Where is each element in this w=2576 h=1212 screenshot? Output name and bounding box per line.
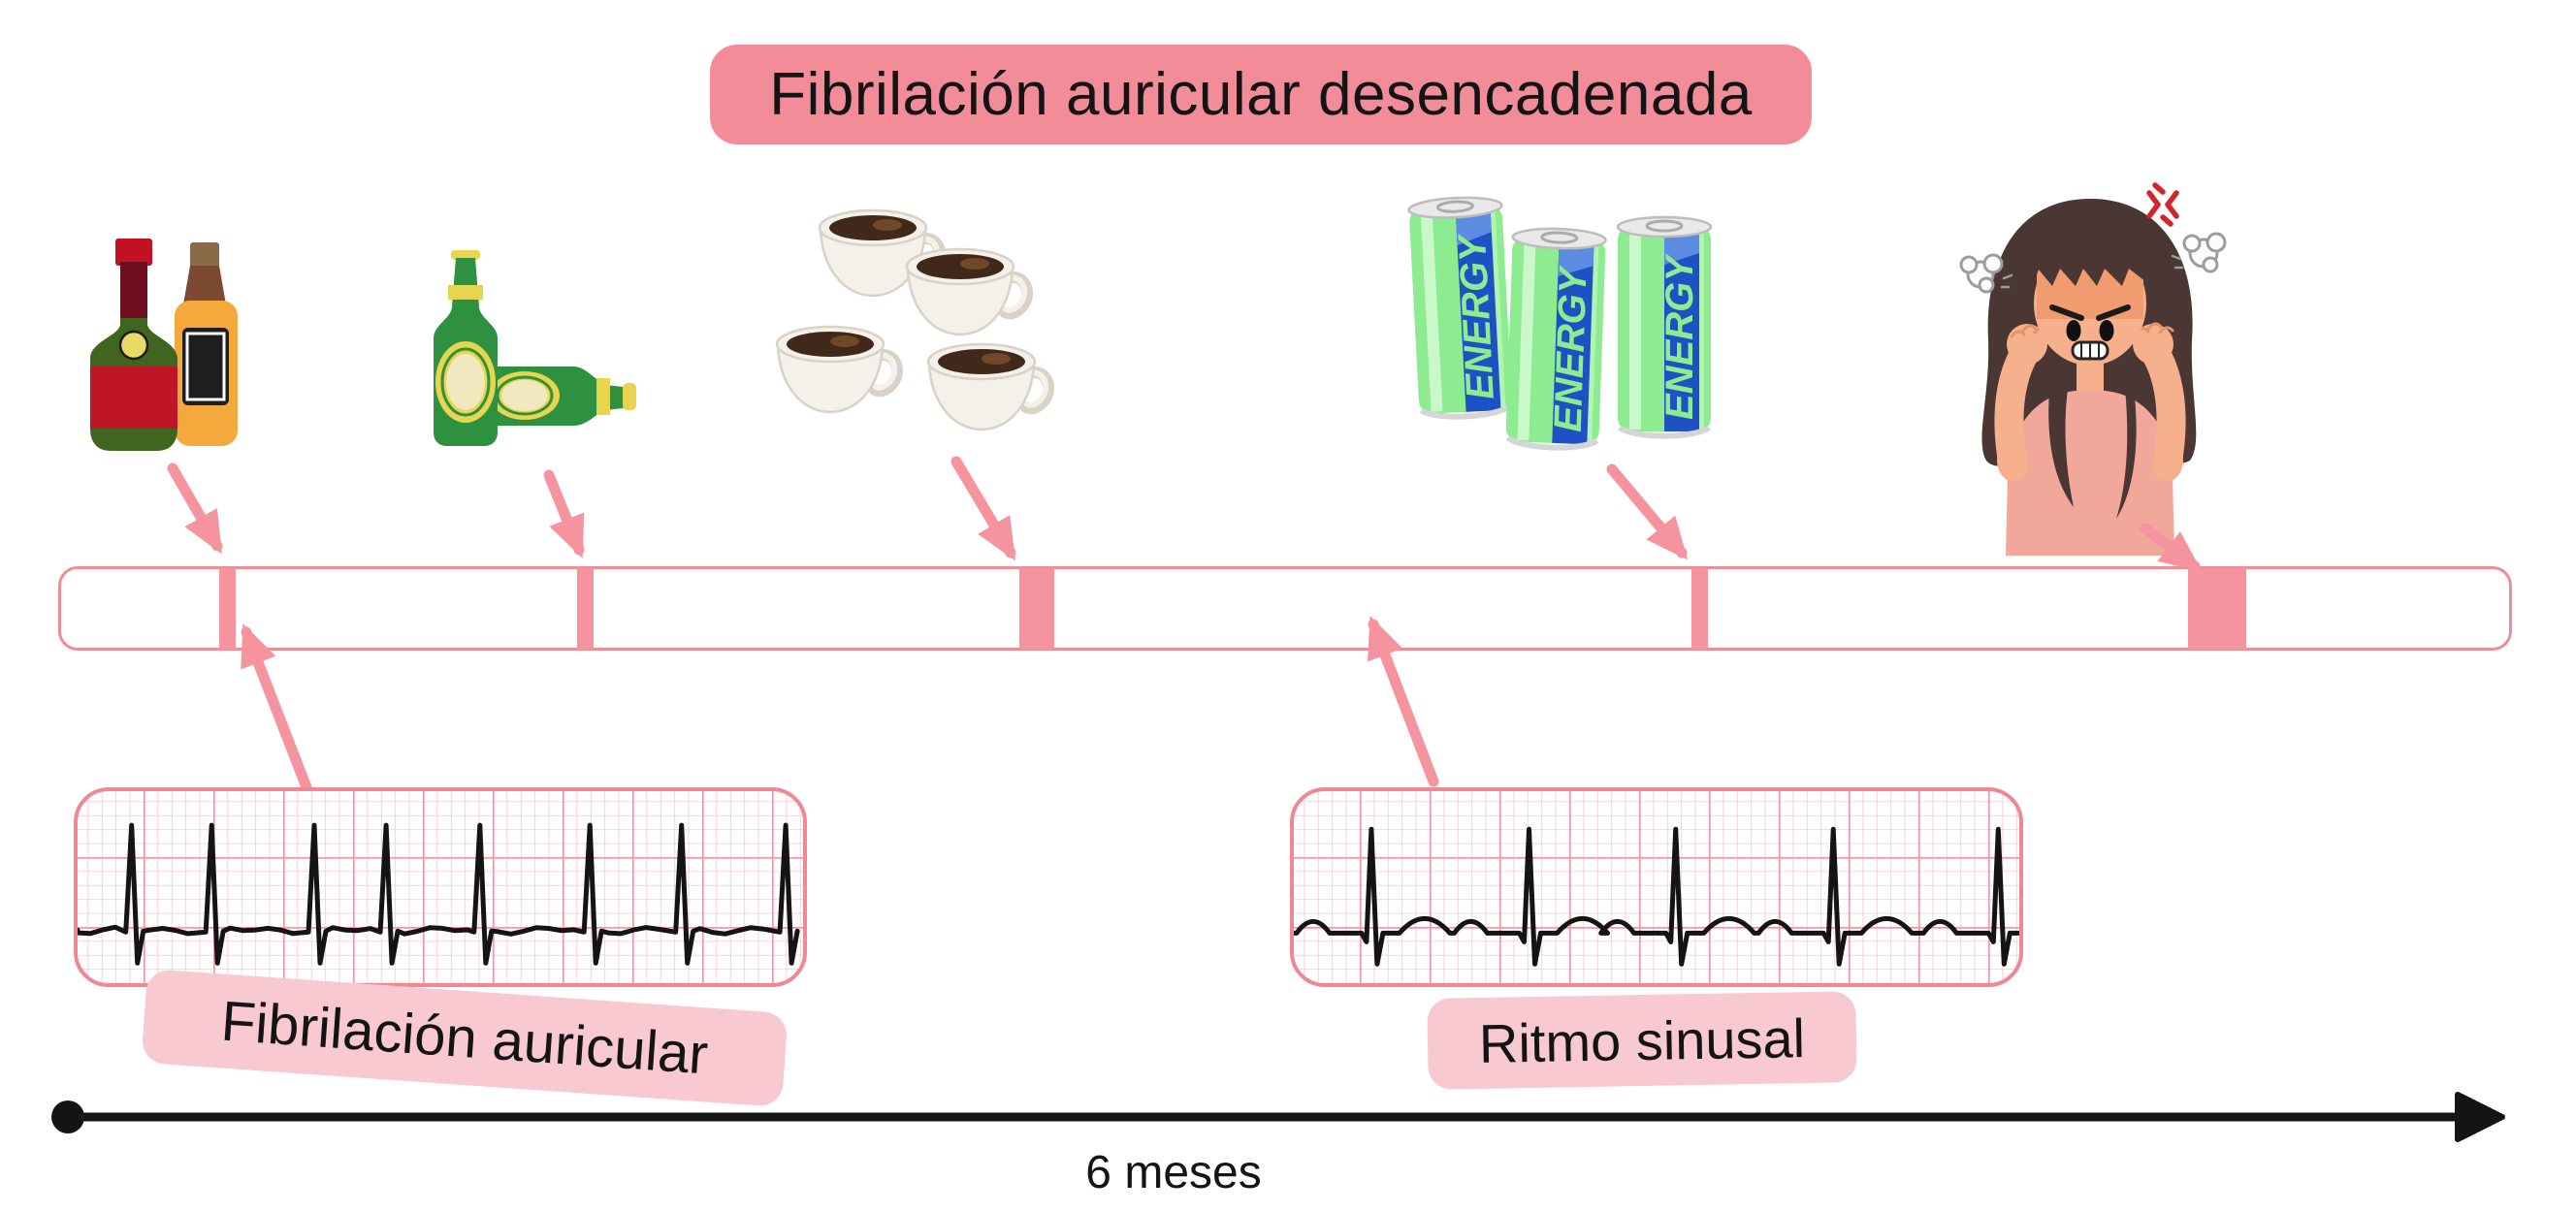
right-arm [2133, 322, 2186, 485]
eyebrow [2096, 304, 2131, 321]
left-arm [1994, 324, 2047, 485]
timeline-event-marker [219, 568, 237, 650]
arrow-liquor-to-marker [167, 462, 223, 555]
timeline-event-marker [577, 568, 595, 650]
trigger-arrows [167, 456, 2203, 793]
timeline-event-marker [2188, 568, 2247, 650]
ecg-border [74, 787, 807, 987]
ecg-trace-sinus [1292, 826, 2021, 967]
ecg-grid-major [76, 789, 805, 985]
axis-arrowhead-icon [2455, 1092, 2505, 1142]
axis-label: 6 meses [1085, 1147, 1262, 1198]
steam-puff [1959, 253, 2013, 294]
ecg-grid-major [1292, 789, 2021, 985]
eye [2066, 320, 2081, 341]
arrow-coffee-to-marker [950, 456, 1016, 561]
ecg-trace-afib [76, 822, 800, 966]
hair-lock [2116, 364, 2137, 519]
energy-can: ENERGY [1505, 227, 1606, 449]
ecg-label-sinus-text: Ritmo sinusal [1478, 1006, 1806, 1074]
cognac-bottle [90, 239, 177, 451]
beer-bottle-lying [477, 367, 636, 426]
face [2034, 214, 2146, 366]
whiskey-bottle [175, 242, 238, 446]
liquor-bottles-icon [90, 239, 238, 451]
beer-bottles-icon [434, 250, 636, 446]
arrow-anger-to-marker [2140, 523, 2203, 572]
ecg-label-afib-text: Fibrilación auricular [218, 989, 711, 1087]
energy-can-label: ENERGY [1658, 253, 1701, 420]
timeline-bar [58, 566, 2512, 651]
axis-start-dot [51, 1100, 84, 1133]
arrow-beer-to-marker [543, 469, 585, 558]
hair-lock [2048, 367, 2074, 507]
energy-drink-cans-icon: ENERGY ENERGY ENERGY [1406, 187, 1719, 457]
bangs [2034, 214, 2146, 286]
arrow-ecg-afib-to-timeline [241, 622, 312, 793]
ecg-label-sinus: Ritmo sinusal [1427, 991, 1857, 1090]
timeline-event-marker [1691, 568, 1709, 650]
angry-woman-icon [1959, 182, 2227, 556]
energy-can: ENERGY [1618, 217, 1711, 436]
energy-can-label: ENERGY [1547, 265, 1595, 433]
eyebrow [2049, 304, 2084, 321]
title-text: Fibrilación auricular desencadenada [769, 61, 1753, 128]
ecg-strip-sinus [1290, 787, 2023, 987]
arrow-energy-to-marker [1606, 463, 1689, 560]
ecg-strip-afib [74, 787, 807, 987]
energy-can-label: ENERGY [1451, 232, 1502, 400]
energy-can: ENERGY [1408, 196, 1513, 419]
title-banner: Fibrilación auricular desencadenada [710, 45, 1812, 144]
ecg-border [1290, 787, 2023, 987]
six-month-axis [51, 1092, 2505, 1142]
steam-puff [2171, 232, 2227, 273]
anger-mark-icon [2146, 182, 2179, 227]
timeline-event-marker [1019, 568, 1055, 650]
gritted-teeth-mouth [2071, 340, 2109, 361]
arrow-ecg-sinus-to-timeline [1368, 615, 1439, 787]
eye [2099, 320, 2114, 341]
beer-bottle-standing [434, 250, 498, 446]
